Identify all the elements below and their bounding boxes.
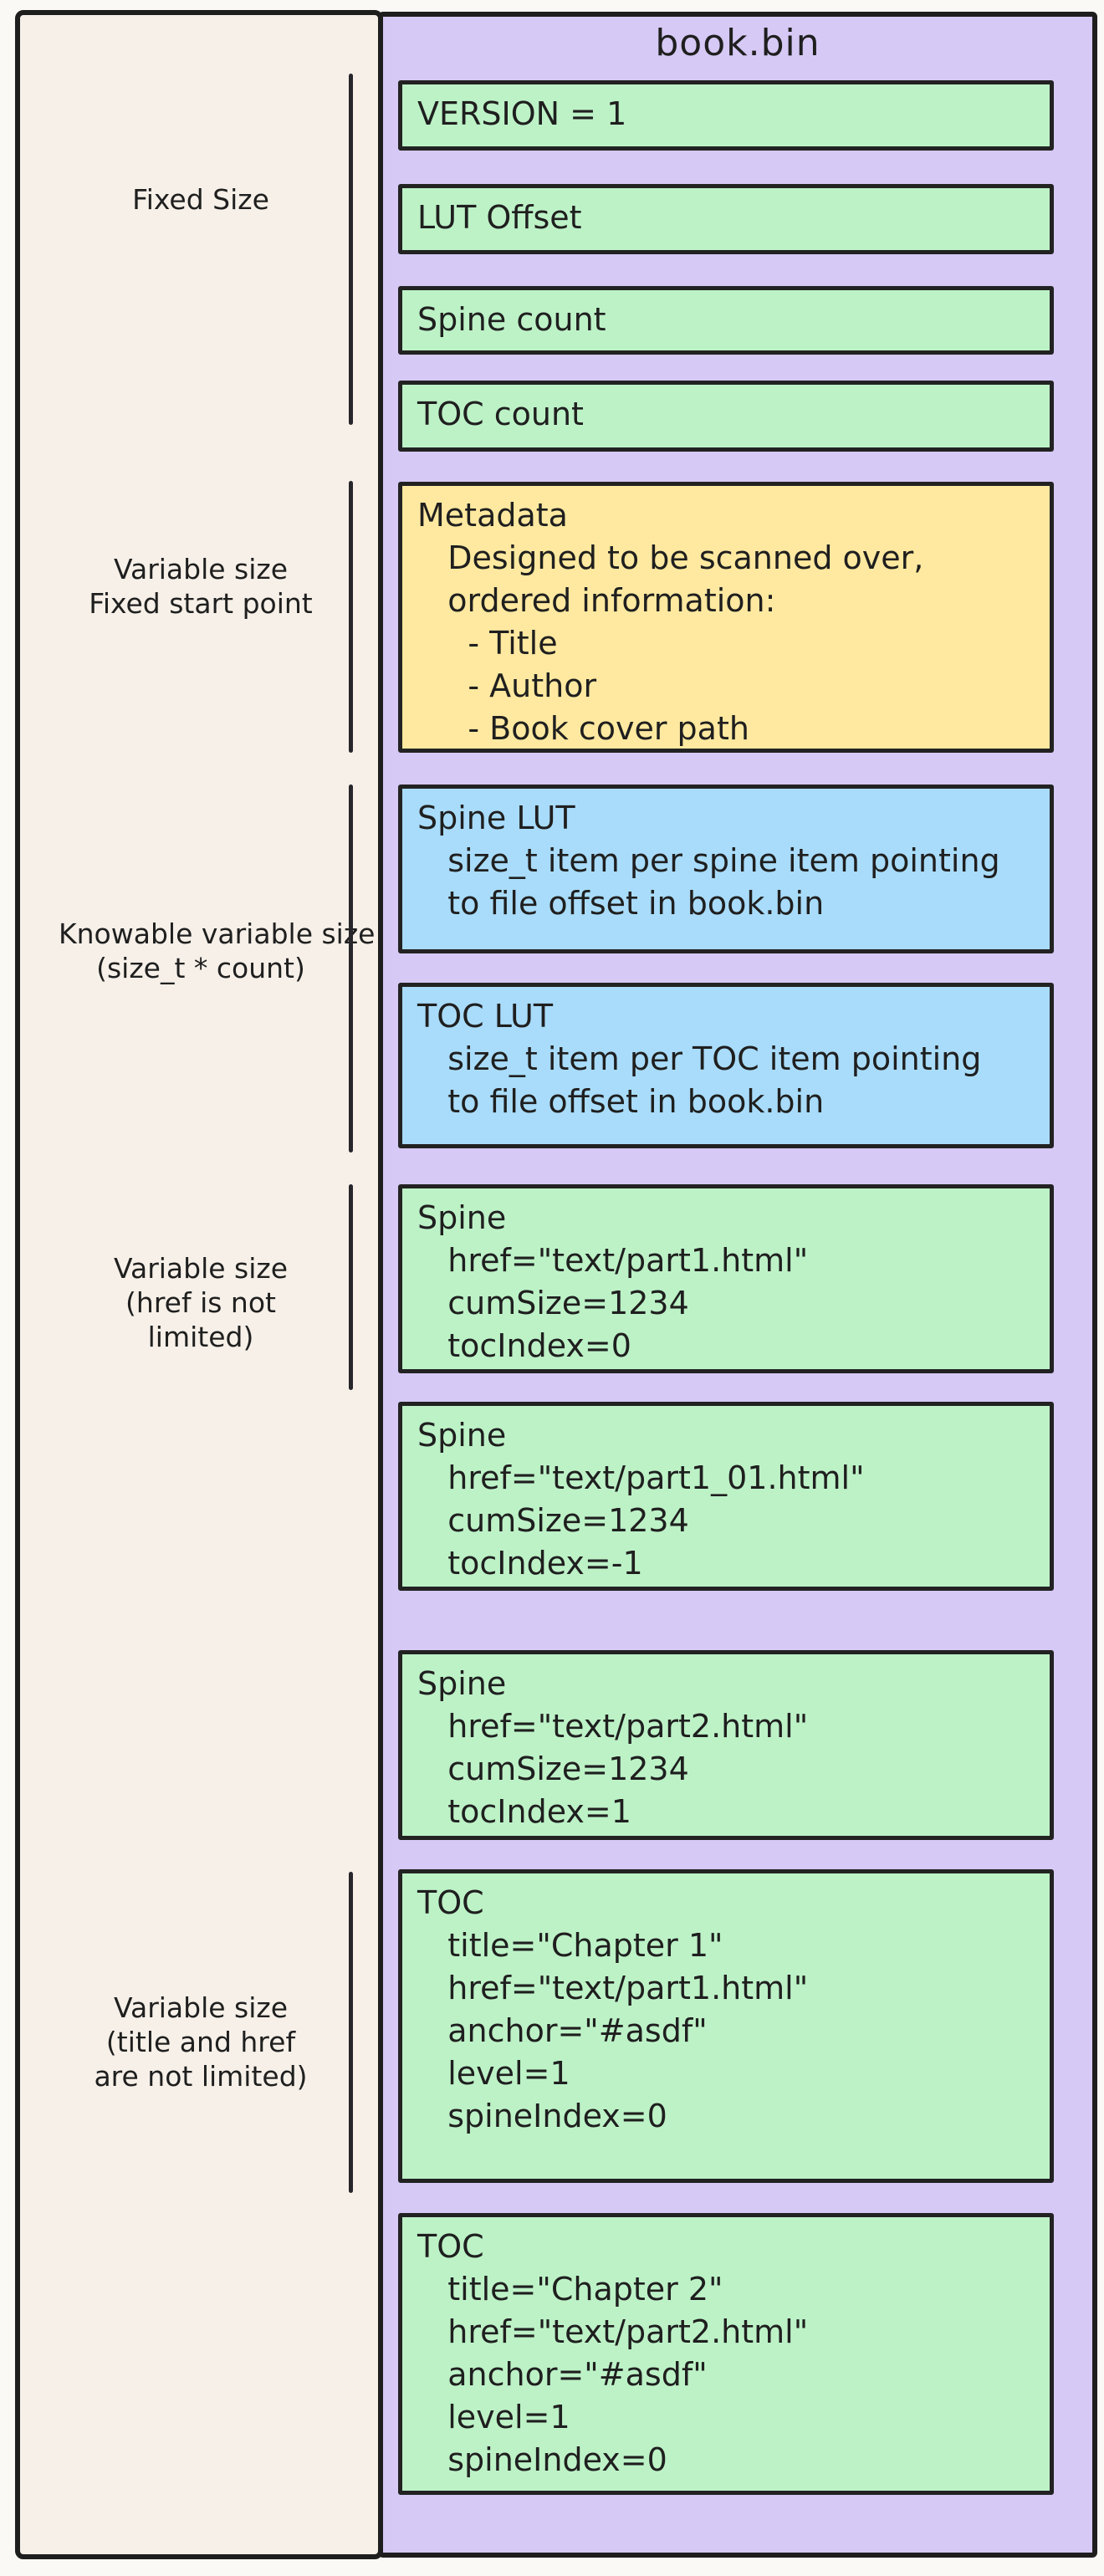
box-spine-lut: Spine LUT size_t item per spine item poi…: [398, 785, 1054, 953]
bracket-variable-fixed-start: [349, 481, 353, 753]
box-version: VERSION = 1: [398, 80, 1054, 151]
box-spine-1: Spine href="text/part1.html" cumSize=123…: [398, 1184, 1054, 1373]
box-toc-count: TOC count: [398, 381, 1054, 452]
box-toc-1: TOC title="Chapter 1" href="text/part1.h…: [398, 1869, 1054, 2183]
box-lut-offset: LUT Offset: [398, 184, 1054, 254]
label-fixed-size: Fixed Size: [132, 183, 269, 216]
box-toc-2: TOC title="Chapter 2" href="text/part2.h…: [398, 2213, 1054, 2495]
file-title: book.bin: [655, 22, 820, 64]
box-spine-count: Spine count: [398, 286, 1054, 355]
bracket-variable-title-href: [349, 1872, 353, 2193]
box-spine-2: Spine href="text/part1_01.html" cumSize=…: [398, 1402, 1054, 1591]
bracket-variable-href: [349, 1184, 353, 1390]
label-knowable-variable: Knowable variable size(size_t * count): [59, 917, 376, 984]
bracket-knowable-variable: [349, 785, 353, 1153]
box-toc-lut: TOC LUT size_t item per TOC item pointin…: [398, 983, 1054, 1148]
box-spine-3: Spine href="text/part2.html" cumSize=123…: [398, 1650, 1054, 1840]
annotation-panel: [15, 10, 383, 2559]
box-metadata: Metadata Designed to be scanned over, or…: [398, 482, 1054, 753]
bracket-fixed-size: [349, 74, 353, 425]
